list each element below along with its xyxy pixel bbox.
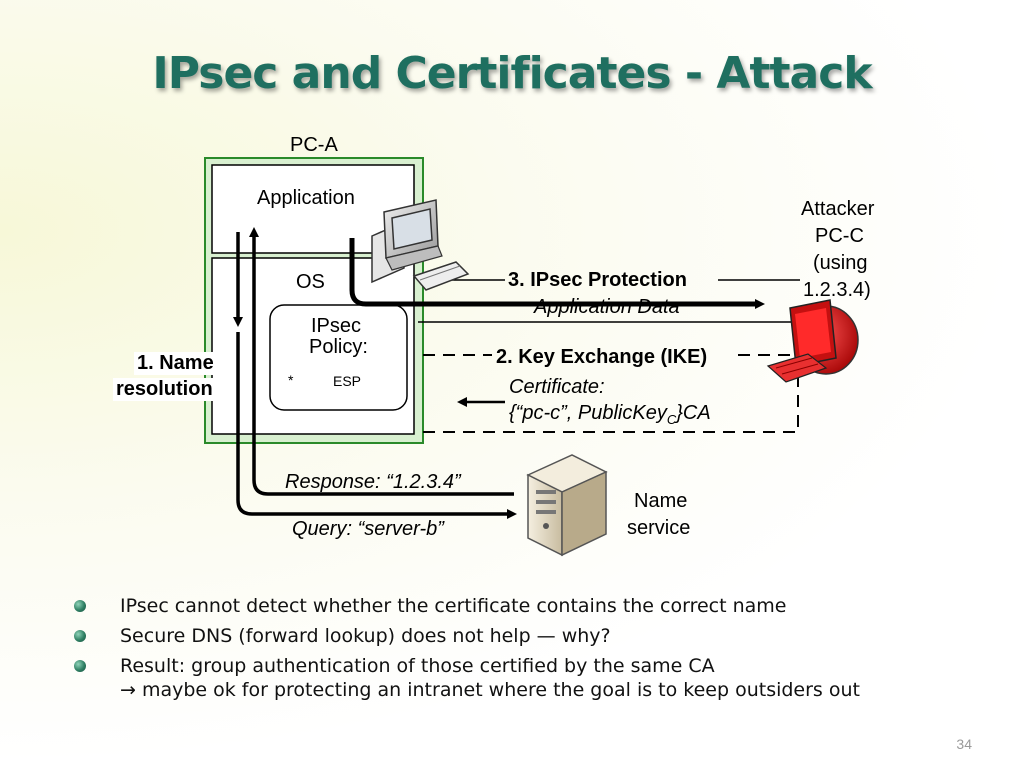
bullet-icon	[74, 630, 86, 642]
key-exchange-label: 2. Key Exchange (IKE)	[496, 346, 708, 368]
pc-a-label: PC-A	[290, 134, 338, 156]
certificate-value: {“pc-c”, PublicKeyC}CA	[509, 402, 711, 427]
desktop-computer-icon	[371, 199, 470, 291]
name-service-label-line1: Name	[634, 490, 688, 512]
server-icon	[526, 454, 608, 557]
attacker-label-line3: (using	[813, 252, 868, 274]
bullet-icon	[74, 600, 86, 612]
attacker-label-line4: 1.2.3.4)	[803, 279, 871, 301]
application-data-label: Application Data	[534, 296, 680, 318]
bullet-item: IPsec cannot detect whether the certific…	[72, 594, 972, 618]
name-resolution-label-line1: 1. Name	[134, 352, 217, 375]
bullet-text: Result: group authentication of those ce…	[120, 655, 715, 677]
query-label: Query: “server-b”	[292, 518, 444, 540]
page-number: 34	[956, 736, 972, 752]
ipsec-policy-label-line1: IPsec	[311, 315, 362, 337]
attacker-label-line1: Attacker	[801, 198, 875, 220]
bullet-text: IPsec cannot detect whether the certific…	[120, 595, 787, 617]
bullet-icon	[74, 660, 86, 672]
name-service-label-line2: service	[627, 517, 691, 539]
application-data-arrow	[349, 238, 765, 309]
bullet-subtext: → maybe ok for protecting an intranet wh…	[120, 679, 860, 701]
ipsec-policy-label-line2: Policy:	[309, 336, 368, 358]
ipsec-policy-box	[269, 304, 408, 411]
certificate-value-main: {“pc-c”, PublicKey	[509, 402, 667, 424]
policy-esp: ESP	[333, 373, 362, 389]
bullet-item: Secure DNS (forward lookup) does not hel…	[72, 624, 972, 648]
query-arrow	[236, 332, 517, 519]
certificate-value-subscript: C	[666, 412, 677, 427]
name-resolution-label-line2: resolution	[113, 378, 216, 401]
attacker-label-line2: PC-C	[815, 225, 864, 247]
ipsec-protection-label: 3. IPsec Protection	[508, 269, 687, 291]
bullet-item: Result: group authentication of those ce…	[72, 654, 972, 702]
certificate-value-suffix: }CA	[676, 402, 711, 424]
response-arrow	[249, 227, 514, 496]
os-label: OS	[296, 271, 325, 293]
bullet-text: Secure DNS (forward lookup) does not hel…	[120, 625, 611, 647]
certificate-label: Certificate:	[509, 376, 605, 398]
slide-title: IPsec and Certificates - Attack	[152, 48, 872, 99]
bullet-list: IPsec cannot detect whether the certific…	[72, 594, 972, 708]
application-label: Application	[257, 187, 355, 209]
response-label: Response: “1.2.3.4”	[285, 471, 461, 493]
policy-wildcard: *	[288, 372, 294, 388]
ike-dashed-line	[423, 354, 799, 433]
attacker-computer-icon	[766, 299, 859, 383]
